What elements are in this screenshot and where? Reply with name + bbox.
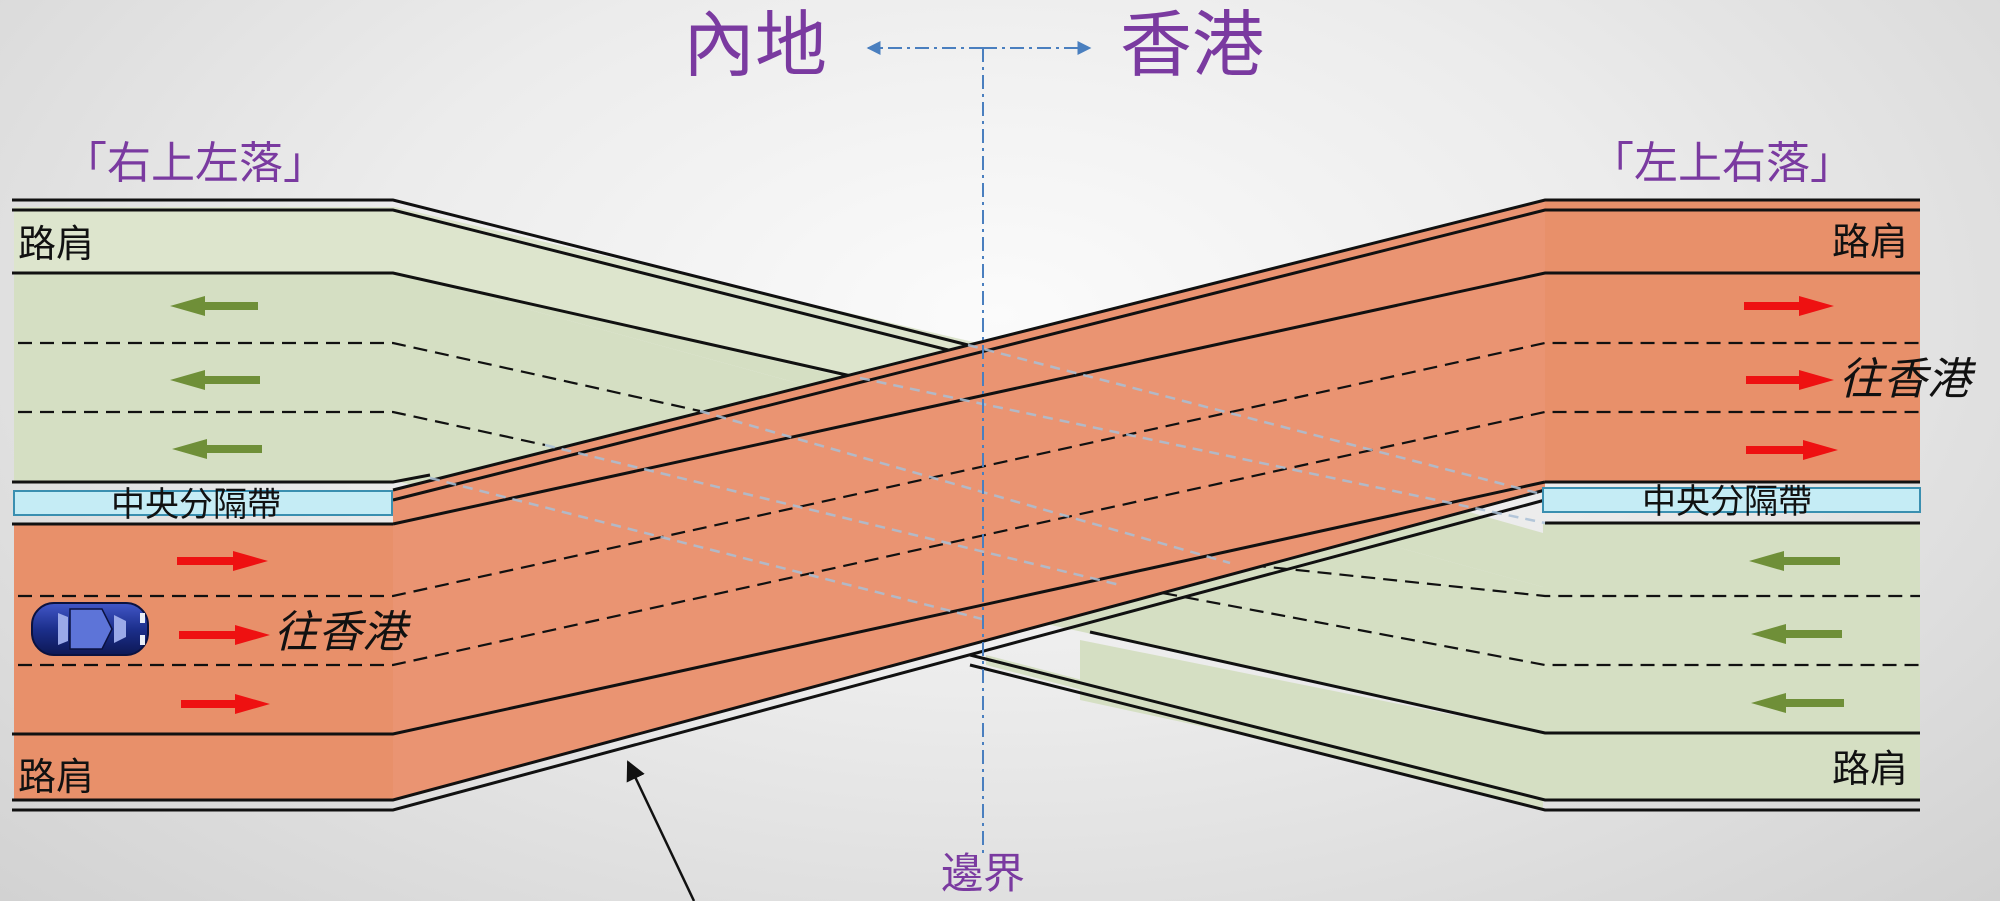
orange-left-body	[14, 524, 393, 800]
left-shoulder-top-label: 路肩	[18, 222, 94, 266]
left-shoulder-bottom-label: 路肩	[18, 755, 94, 799]
median-left	[13, 490, 393, 516]
left-arrow-icon	[170, 296, 1844, 713]
green-right-body	[1543, 524, 1920, 800]
pointer-arrow-icon	[626, 760, 696, 901]
right-rule-label: 「左上右落」	[1590, 138, 1854, 189]
orange-crossover-deck	[393, 200, 1545, 800]
right-region-label: 香港	[1120, 3, 1264, 87]
right-shoulder-top-label: 路肩	[1832, 220, 1908, 264]
right-arrow-icon	[177, 296, 1838, 714]
green-dashed-lines	[18, 341, 1920, 667]
boundary-label: 邊界	[941, 849, 1025, 898]
green-shoulder-right	[1080, 640, 1543, 800]
median-right	[1542, 487, 1921, 513]
left-direction-label: 往香港	[274, 607, 412, 658]
left-region-label: 內地	[683, 3, 827, 87]
right-median-label: 中央分隔帶	[1642, 482, 1812, 522]
green-lane-lines	[12, 198, 1920, 812]
orange-lane-lines	[12, 198, 1920, 812]
underpass-ghost-lines	[429, 343, 1546, 622]
left-rule-label: 「右上左落」	[63, 138, 327, 189]
car-icon	[31, 602, 149, 656]
right-direction-label: 往香港	[1839, 354, 1977, 405]
right-shoulder-bottom-label: 路肩	[1832, 747, 1908, 791]
left-median-label: 中央分隔帶	[111, 485, 281, 525]
orange-dashed-lines	[18, 341, 1920, 667]
green-upper-lanes-left	[14, 207, 986, 410]
orange-carriageway	[14, 200, 1920, 800]
